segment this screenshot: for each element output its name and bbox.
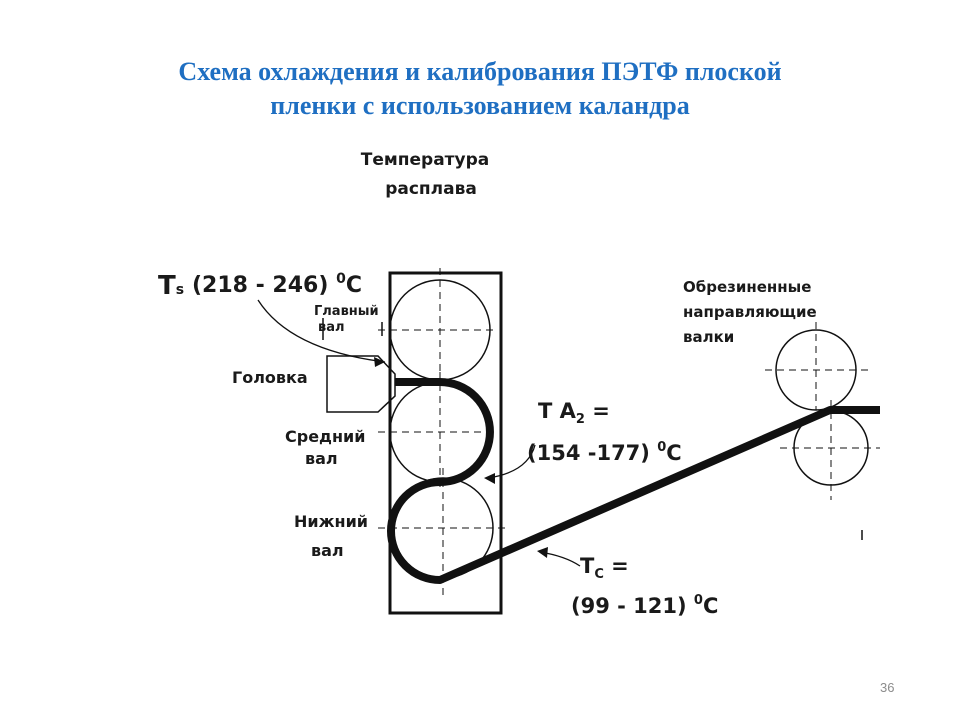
title-line-1: Схема охлаждения и калибрования ПЭТФ пло… (178, 57, 782, 86)
tc-symbol: TC = (580, 554, 629, 582)
ts-arrowhead (374, 357, 385, 367)
guide-rolls-label-3: валки (683, 328, 734, 346)
guide-rolls-label-1: Обрезиненные (683, 278, 811, 296)
melt-temp-label-1: Температура (361, 150, 490, 170)
die-head (326, 355, 396, 413)
ts-symbol: Ts (158, 271, 184, 301)
ts-leader-arrow (257, 299, 386, 363)
tc-arrowhead (537, 547, 548, 558)
head-label: Головка (232, 368, 308, 387)
middle-roll-label-2: вал (305, 449, 338, 468)
main-roll-label-1: Главный (314, 304, 379, 319)
main-roll-label-2: вал (318, 320, 345, 335)
film-path (387, 378, 880, 584)
guide-roll-axes (765, 322, 880, 500)
middle-roll-label-1: Средний (285, 427, 365, 446)
title-line-2: пленки с использованием каландра (270, 91, 690, 120)
bottom-roll-label-2: вал (311, 541, 344, 560)
ta2-symbol: T A2 = (538, 399, 610, 427)
page-number: 36 (880, 680, 895, 695)
roll-axes (378, 268, 510, 595)
guide-rolls-label-2: направляющие (683, 303, 817, 321)
melt-temp-label-2: расплава (385, 179, 477, 199)
bottom-roll-label-1: Нижний (294, 512, 368, 531)
tc-value: (99 - 121) 0C (571, 593, 718, 618)
ta2-value: (154 -177) 0C (527, 440, 682, 465)
ta2-leader-arrow (487, 444, 536, 479)
ta2-arrowhead (484, 473, 495, 484)
ts-value: (218 - 246) 0C (192, 271, 362, 298)
slide-title: Схема охлаждения и калибрования ПЭТФ пло… (0, 55, 960, 123)
calender-frame (388, 271, 503, 615)
